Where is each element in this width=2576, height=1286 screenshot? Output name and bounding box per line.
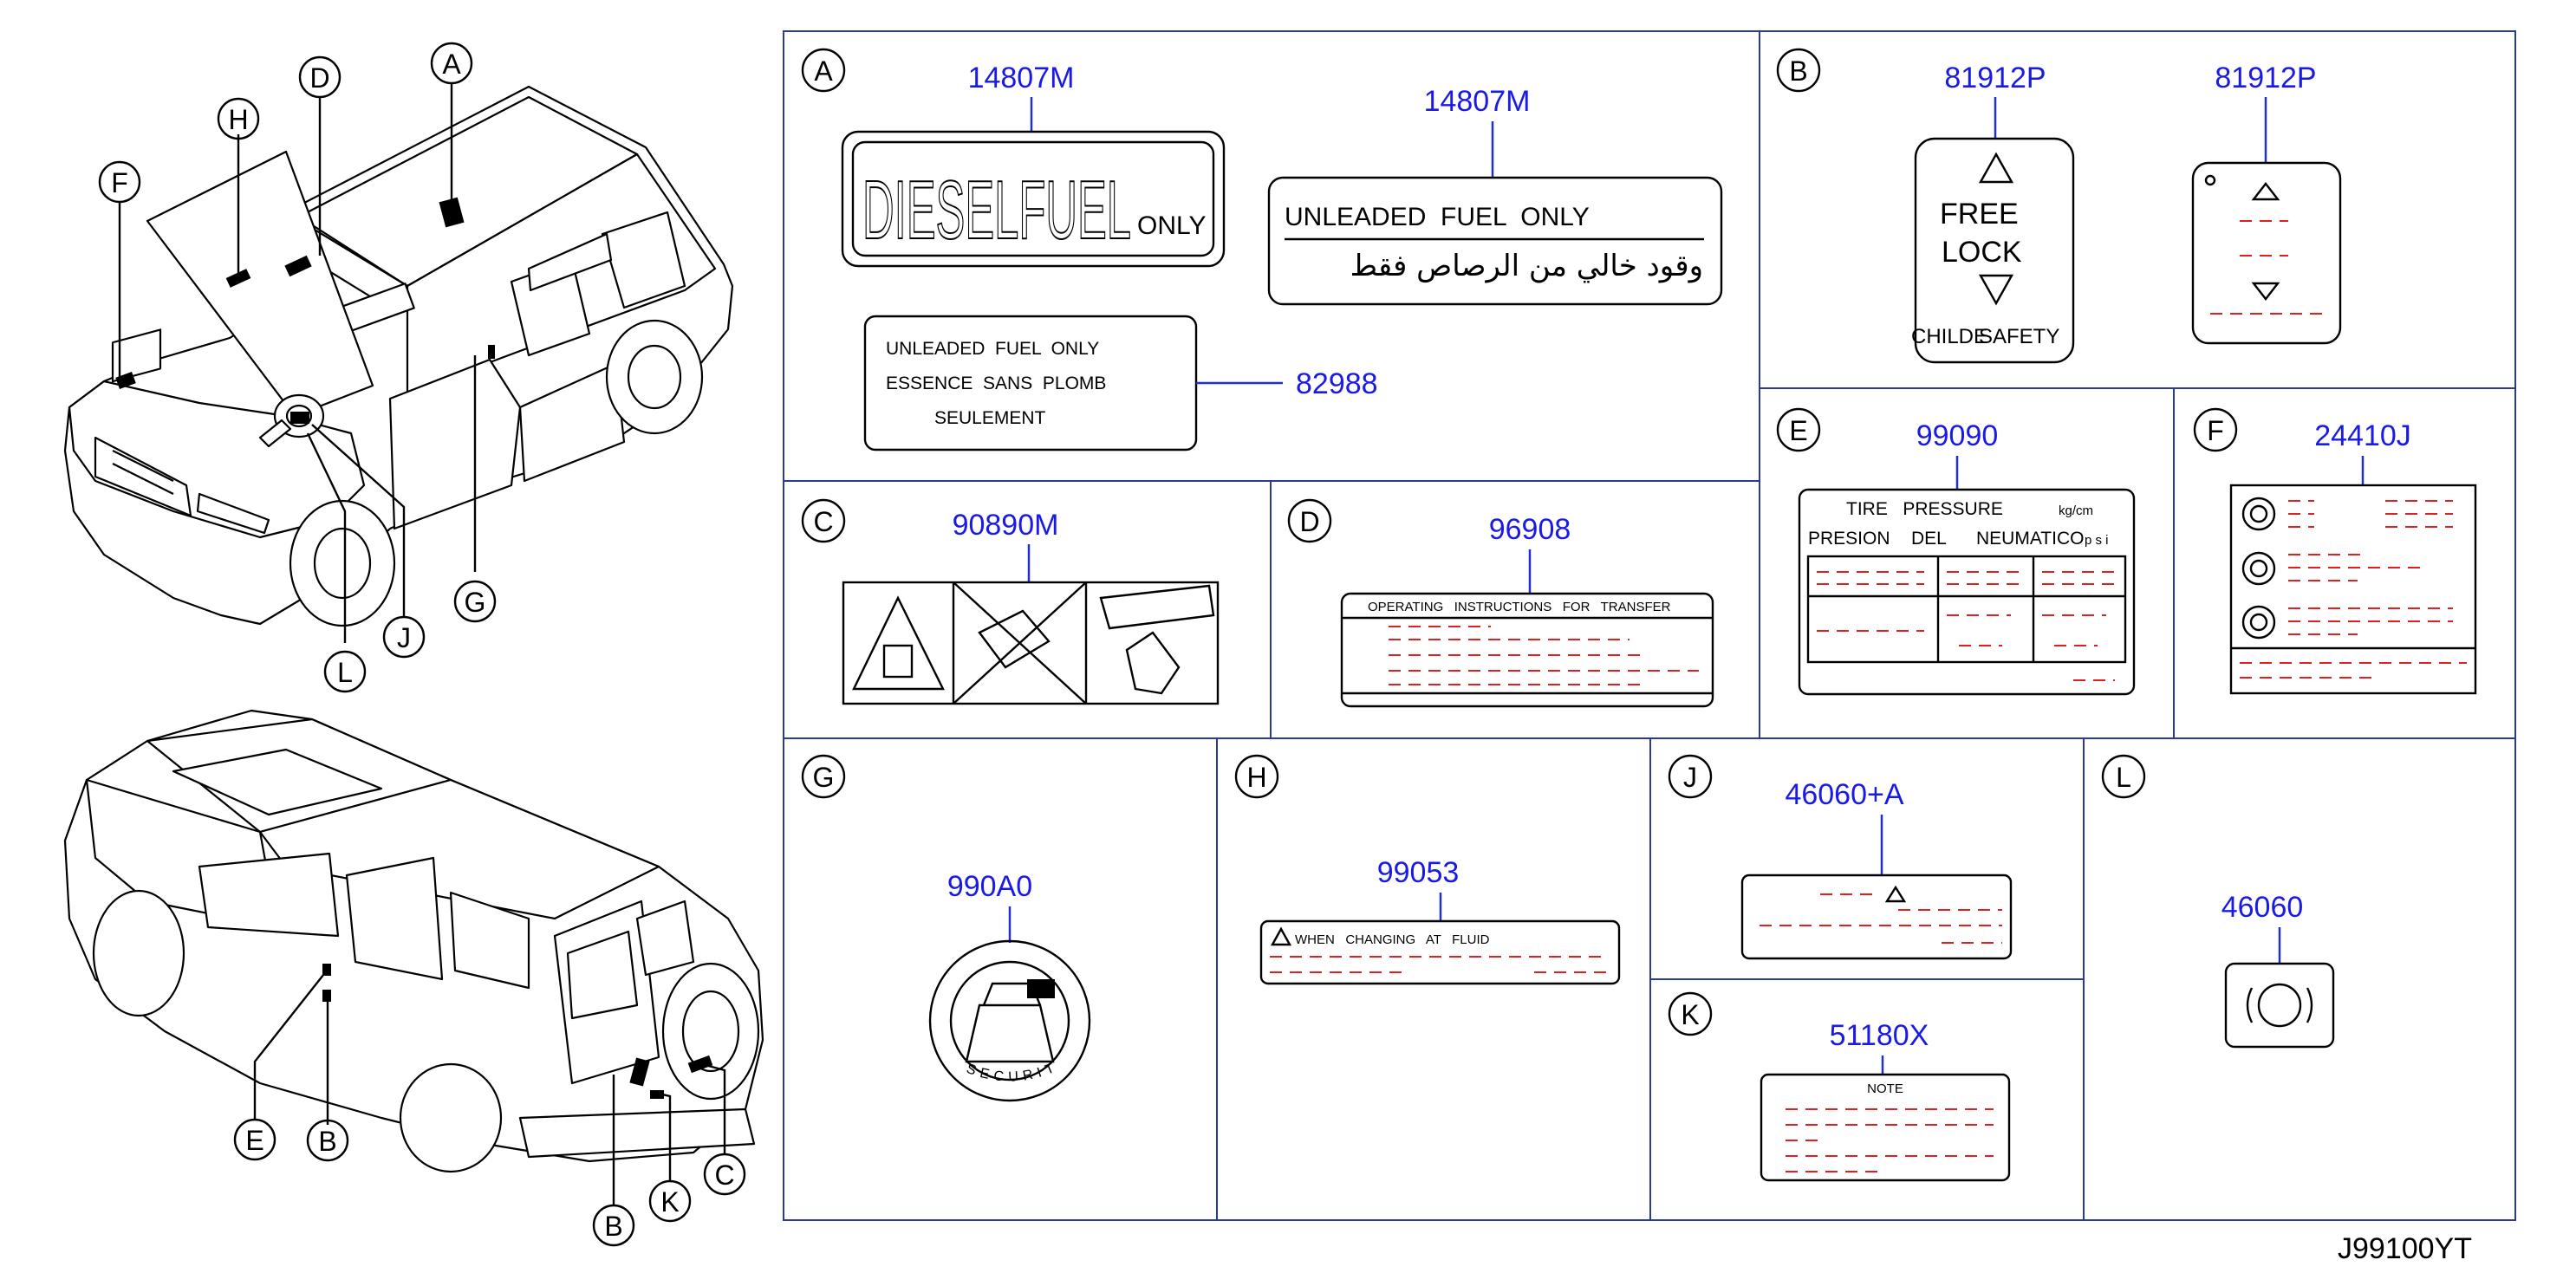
panel-letter: A (814, 55, 833, 87)
note-header: NOTE (1867, 1081, 1903, 1096)
tire-icon (2241, 497, 2276, 640)
front-callout-leaders (118, 83, 477, 643)
childe-label: CHILDE (1911, 325, 1987, 348)
diesel-only: ONLY (1137, 211, 1206, 240)
svg-text:B: B (604, 1211, 622, 1242)
rear-callout-circles: E B B K C (233, 1118, 746, 1247)
part-number: 99053 (1377, 856, 1460, 889)
free-label: FREE (1940, 198, 2019, 231)
part-number: 14807M (1424, 85, 1531, 118)
front-callout-circles: A D H F G J L (98, 42, 497, 693)
transfer-header: OPERATING INSTRUCTIONS FOR TRANSFER (1368, 600, 1671, 614)
tri-lang-line-1: UNLEADED FUEL ONLY (886, 339, 1099, 359)
unleaded-label-en: UNLEADED FUEL ONLY (1285, 203, 1590, 231)
panel-letter: F (2207, 415, 2224, 446)
svg-text:D: D (309, 62, 329, 94)
diesel-label: DIESELFUEL (862, 164, 1131, 257)
rear-callout-leaders (253, 970, 726, 1206)
diagram-id: J99100YT (2338, 1232, 2472, 1265)
warning-icon (1884, 885, 1907, 903)
panel-letter: J (1683, 762, 1697, 793)
panel-f: F 24410J (2193, 407, 2477, 695)
part-number: 90890M (953, 509, 1059, 542)
warning-icon (1270, 926, 1292, 946)
brake-warning-icon (2246, 983, 2313, 1028)
panel-b: B 81912P FREE LOCK CHILDE SAFETY 81912P (1776, 48, 2342, 364)
panel-a: A 14807M DIESELFUEL ONLY 14807M UNLEADED… (801, 48, 1723, 451)
panel-letter: D (1299, 506, 1319, 537)
tri-lang-line-2: ESSENCE SANS PLOMB (886, 373, 1106, 393)
rear-vehicle-drawing (63, 709, 764, 1173)
panel-letter: B (1789, 55, 1807, 87)
svg-text:L: L (337, 657, 353, 688)
panel-letter: G (813, 762, 835, 793)
panel-grid (783, 30, 2516, 1221)
panel-j: J 46060+A (1668, 754, 2013, 960)
svg-text:H: H (228, 104, 248, 135)
svg-text:K: K (660, 1186, 679, 1218)
lock-label: LOCK (1942, 236, 2022, 269)
svg-text:F: F (111, 167, 128, 198)
panel-letter: E (1789, 415, 1807, 446)
panel-k: K 51180X NOTE (1668, 991, 2011, 1182)
panel-l: L 46060 (2101, 754, 2335, 1049)
psi-label: p s i (2085, 533, 2109, 548)
safety-label: SAFETY (1979, 325, 2059, 348)
svg-text:E: E (245, 1125, 263, 1156)
unit-label: kg/cm (2059, 503, 2093, 518)
panel-letter: H (1246, 762, 1266, 793)
part-number: 82988 (1296, 367, 1378, 400)
fluid-warning-header: WHEN CHANGING AT FLUID (1295, 932, 1490, 947)
part-number: 99090 (1916, 419, 1999, 452)
pressure-row-label-1: PRESION (1808, 529, 1890, 549)
part-number: 81912P (2215, 62, 2316, 94)
part-number: 81912P (1944, 62, 2046, 94)
panel-h: H 99053 WHEN CHANGING AT FLUID (1234, 754, 1621, 985)
front-vehicle-drawing (63, 85, 734, 627)
pressure-row-label-3: NEUMATICO (1976, 529, 2084, 549)
part-number: 46060 (2221, 891, 2304, 924)
svg-text:G: G (465, 587, 486, 618)
svg-text:B: B (318, 1126, 336, 1157)
part-number: 46060+A (1785, 778, 1903, 811)
part-number: 990A0 (947, 870, 1032, 903)
panel-letter: L (2116, 762, 2131, 793)
panel-e: E 99090 TIRE PRESSURE kg/cm PRESION DEL … (1776, 407, 2136, 696)
part-number: 24410J (2314, 419, 2411, 452)
pressure-row-label-2: DEL (1911, 529, 1947, 549)
security-seal (928, 939, 1091, 1102)
part-number: 14807M (968, 62, 1075, 94)
part-number: 96908 (1489, 513, 1571, 546)
panel-letter: C (813, 506, 833, 537)
svg-text:A: A (442, 49, 461, 80)
svg-text:C: C (714, 1159, 734, 1191)
panel-letter: K (1681, 999, 1699, 1030)
svg-text:J: J (397, 622, 411, 653)
tri-lang-line-3: SEULEMENT (934, 408, 1046, 428)
part-number: 51180X (1830, 1019, 1929, 1052)
panel-d: D 96908 OPERATING INSTRUCTIONS FOR TRANS… (1287, 498, 1714, 708)
panel-c: C 90890M (801, 498, 1220, 705)
tire-pressure-title: TIRE PRESSURE (1846, 499, 2003, 519)
unleaded-label-ar: وقود خالي من الرصاص فقط (1350, 249, 1703, 283)
